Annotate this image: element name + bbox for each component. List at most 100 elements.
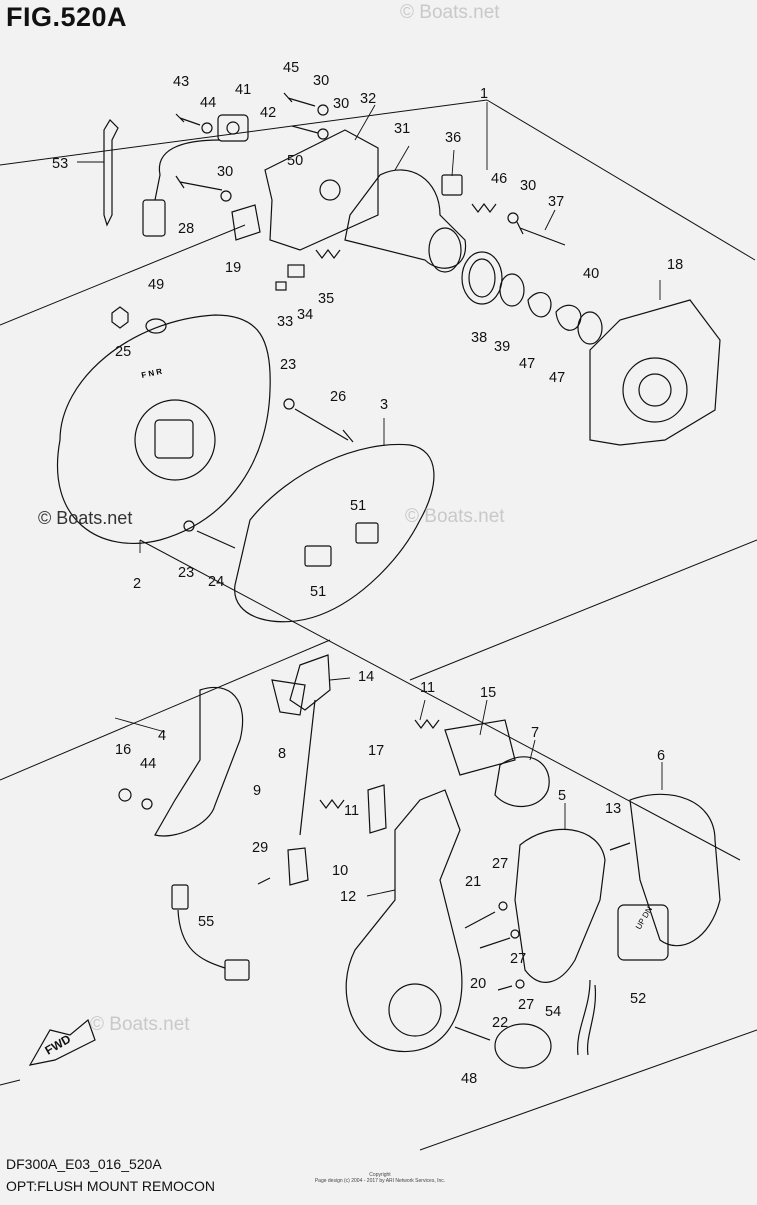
label-part-10: 10 [332,863,348,879]
label-part-28: 28 [178,221,194,237]
label-part-23a: 23 [280,357,296,373]
label-part-12: 12 [340,889,356,905]
label-part-27c: 27 [518,997,534,1013]
pin-29 [257,877,271,885]
washer-23b [183,520,195,532]
pad-51a [355,522,379,544]
washer-44b [141,798,153,810]
label-part-52: 52 [630,991,646,1007]
part-52-switch [617,904,669,961]
label-part-53: 53 [52,156,68,172]
washer-49 [145,318,167,334]
watermark: © Boats.net [405,506,505,527]
watermark: © Boats.net [38,508,133,528]
label-part-6: 6 [657,748,665,764]
label-part-20: 20 [470,976,486,992]
part-41-plug [142,199,166,237]
label-part-27a: 27 [492,856,508,872]
part-2-cover [56,314,271,544]
screw-43 [175,113,201,126]
label-part-16: 16 [115,742,131,758]
label-part-44a: 44 [200,95,216,111]
part-9-rod [299,699,316,836]
part-34-block [287,264,305,278]
ring-38 [461,251,503,305]
label-part-2: 2 [133,576,141,592]
label-part-51b: 51 [310,584,326,600]
copyright-notice: Copyright Page design (c) 2004 - 2017 by… [260,1172,500,1184]
label-part-41: 41 [235,82,251,98]
part-31-shaft [344,169,467,269]
spring-11a [414,719,440,729]
watermark: © Boats.net [400,2,500,23]
watermark: © Boats.net [90,1014,190,1035]
label-part-7: 7 [531,725,539,741]
screw-16 [118,788,132,802]
label-part-40: 40 [583,266,599,282]
ring-47b [555,304,582,331]
part-5-grip [514,828,606,983]
label-part-33: 33 [277,314,293,330]
screw-26 [294,408,354,443]
label-part-13: 13 [605,801,621,817]
part-labels: 1 2 3 4 5 6 7 8 9 10 11 11 12 13 14 15 1… [52,60,683,1087]
washer-30d [507,212,519,224]
label-part-55: 55 [198,914,214,930]
washer-23a [283,398,295,410]
label-part-29: 29 [252,840,268,856]
label-part-34: 34 [297,307,313,323]
updown-button-label: UP DN [634,905,654,931]
label-part-19: 19 [225,260,241,276]
label-part-3: 3 [380,397,388,413]
label-part-49: 49 [148,277,164,293]
label-part-48: 48 [461,1071,477,1087]
label-part-30a: 30 [313,73,329,89]
label-part-23b: 23 [178,565,194,581]
label-part-38: 38 [471,330,487,346]
label-part-36: 36 [445,130,461,146]
label-part-8: 8 [278,746,286,762]
label-part-30c: 30 [217,164,233,180]
part-10-block [287,847,309,886]
label-part-42: 42 [260,105,276,121]
part-18-housing [589,299,721,446]
part-3-plate [234,443,435,623]
part-8-link [271,679,306,716]
part-41-sensor [217,114,249,142]
frame-lower [0,1029,757,1151]
washer-30a [317,104,329,116]
pin-13 [609,842,631,851]
figure-title: FIG.520A [6,2,128,32]
part-32-bracket [264,129,379,251]
label-part-43: 43 [173,74,189,90]
part-12-handle [345,789,463,1053]
label-part-15: 15 [480,685,496,701]
part-54-harness [577,979,597,1056]
label-part-24: 24 [208,574,224,590]
part-4-lever [154,686,244,837]
part-55-wire [177,909,226,969]
figure-code: DF300A_E03_016_520A [6,1156,162,1172]
part-55-plug-top [171,884,189,910]
part-55-plug-bottom [224,959,250,981]
label-part-32: 32 [360,91,376,107]
label-part-45: 45 [283,60,299,76]
part-14-bracket [289,654,331,711]
pad-51b [304,545,332,567]
label-part-18: 18 [667,257,683,273]
label-part-14: 14 [358,669,374,685]
screw-24 [196,530,236,549]
washer-44a [201,122,213,134]
part-53-shape [103,119,119,227]
washer-27b [510,929,520,939]
part-6-cover [629,793,721,947]
part-41-harness [154,139,221,201]
label-part-21: 21 [465,874,481,890]
label-part-51a: 51 [350,498,366,514]
part-33-pin [275,281,287,291]
screw-21 [464,911,496,929]
screw-28 [175,175,223,191]
label-part-4: 4 [158,728,166,744]
